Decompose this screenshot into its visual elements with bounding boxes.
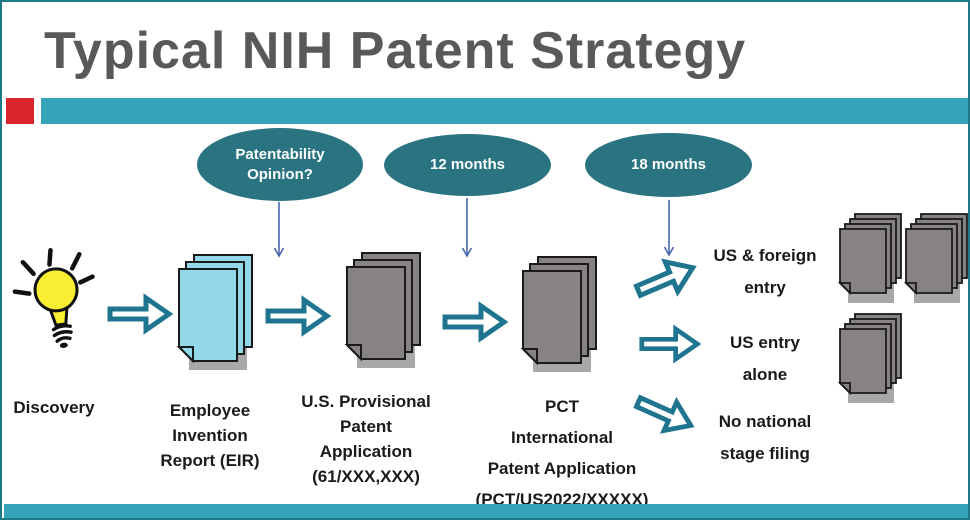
callout-12-months: 12 months	[384, 134, 551, 196]
accent-red-square	[6, 98, 34, 124]
callout-line: 18 months	[630, 156, 706, 173]
lightbulb-icon	[12, 247, 95, 348]
down-connector-icon	[273, 202, 285, 258]
outcome-label-us-entry-alone: US entry alone	[730, 333, 800, 384]
flow-arrow-up-icon	[633, 258, 697, 299]
stage-label-eir: Employee Invention Report (EIR)	[160, 401, 260, 470]
flow-arrow-down-icon	[633, 394, 695, 434]
stage-label-pct: PCT International Patent Application (PC…	[475, 397, 649, 509]
page-title: Typical NIH Patent Strategy	[44, 22, 747, 80]
callout-patentability-opinion: Patentability Opinion?	[197, 128, 363, 201]
callout-18-months: 18 months	[585, 133, 752, 197]
callout-line: Patentability	[235, 145, 325, 163]
provisional-documents-icon	[344, 252, 421, 368]
outcome-label-no-national-stage: No national stage filing	[718, 412, 812, 463]
pct-documents-icon	[520, 256, 597, 372]
flow-arrow-icon	[107, 293, 174, 335]
bottom-accent-bar	[4, 504, 968, 518]
flow-arrow-icon	[639, 324, 702, 364]
us-entry-documents-icon	[837, 313, 902, 403]
stage-label-provisional: U.S. Provisional Patent Application (61/…	[301, 392, 431, 486]
outcome-label-us-foreign-entry: US & foreign entry	[713, 246, 817, 297]
callout-line: Opinion?	[247, 165, 313, 183]
stage-label-discovery: Discovery	[13, 398, 95, 417]
eir-documents-icon	[176, 254, 253, 370]
title-underline-bar	[41, 98, 968, 124]
callout-line: 12 months	[429, 156, 505, 173]
foreign-entry-documents-icon	[903, 213, 968, 303]
down-connector-icon	[461, 198, 473, 258]
flow-arrow-icon	[442, 301, 509, 343]
foreign-entry-documents-icon	[837, 213, 902, 303]
down-connector-icon	[663, 200, 675, 257]
flow-arrow-icon	[265, 295, 332, 337]
